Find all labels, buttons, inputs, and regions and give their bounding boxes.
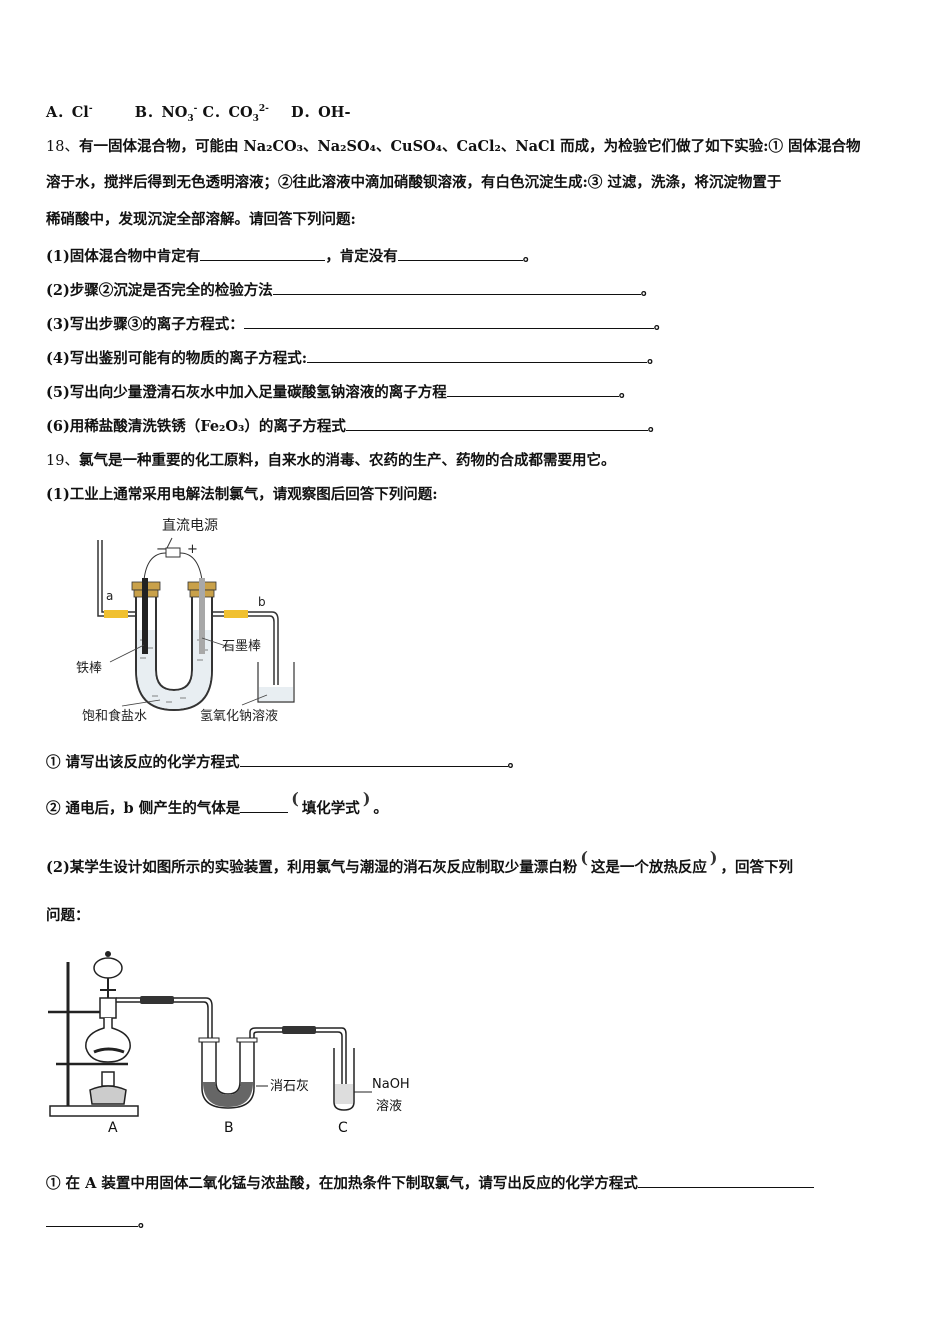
answer-blank[interactable] <box>272 280 641 295</box>
answer-blank[interactable] <box>637 1173 814 1188</box>
question-number: 19、 <box>46 453 79 469</box>
q18-sub5: (5)写出向少量澄清石灰水中加入足量碳酸氢钠溶液的离子方程。 <box>46 382 634 401</box>
answer-blank[interactable] <box>397 246 523 261</box>
answer-blank[interactable] <box>239 752 508 767</box>
answer-blank[interactable] <box>200 246 326 261</box>
q19-part1-q2: ② 通电后，b 侧产生的气体是(填化学式)。 <box>46 789 388 817</box>
svg-text:b: b <box>258 595 266 609</box>
q18-sub1: (1)固体混合物中肯定有，肯定没有。 <box>46 246 538 265</box>
svg-text:消石灰: 消石灰 <box>270 1079 309 1094</box>
option-d: D．OH- <box>291 104 351 121</box>
option-c: C．CO32- <box>202 104 269 124</box>
electrolysis-diagram: 直流电源 − + a b <box>62 510 322 730</box>
answer-blank[interactable] <box>345 416 648 431</box>
option-b: B．NO3- <box>134 104 198 124</box>
svg-text:A: A <box>108 1120 118 1136</box>
q19-part1: (1)工业上通常采用电解法制氯气，请观察图后回答下列问题: <box>46 486 438 503</box>
q18-intro-line-2: 溶于水，搅拌后得到无色透明溶液；②往此溶液中滴加硝酸钡溶液，有白色沉淀生成:③ … <box>46 174 782 191</box>
compound-list: Na₂CO₃、Na₂SO₄、CuSO₄、CaCl₂、NaCl <box>243 138 556 155</box>
svg-text:−: − <box>156 542 167 557</box>
svg-text:+: + <box>187 542 198 557</box>
answer-blank[interactable] <box>46 1212 138 1227</box>
q19-part2-q1: ① 在 A 装置中用固体二氧化锰与浓盐酸，在加热条件下制取氯气，请写出反应的化学… <box>46 1173 814 1194</box>
svg-text:NaOH: NaOH <box>372 1077 410 1092</box>
option-a: A．Cl- <box>46 104 93 121</box>
svg-text:石墨棒: 石墨棒 <box>222 639 261 654</box>
svg-text:氢氧化钠溶液: 氢氧化钠溶液 <box>200 709 278 724</box>
q19-intro: 19、氯气是一种重要的化工原料，自来水的消毒、农药的生产、药物的合成都需要用它。 <box>46 452 616 469</box>
formula-fe2o3: Fe₂O₃ <box>200 418 245 435</box>
q19-part2: (2)某学生设计如图所示的实验装置，利用氯气与潮湿的消石灰反应制取少量漂白粉(这… <box>46 848 793 876</box>
q18-sub3: (3)写出步骤③的离子方程式：。 <box>46 314 669 333</box>
svg-text:饱和食盐水: 饱和食盐水 <box>82 708 147 724</box>
q18-sub4: (4)写出鉴别可能有的物质的离子方程式:。 <box>46 348 662 367</box>
answer-blank[interactable] <box>243 314 654 329</box>
q17-options: A．Cl- B．NO3- C．CO32- D．OH- <box>46 103 350 123</box>
svg-text:B: B <box>224 1120 234 1136</box>
q18-intro-line-3: 稀硝酸中，发现沉淀全部溶解。请回答下列问题: <box>46 211 356 228</box>
q18-intro-line-1: 18、有一固体混合物，可能由 Na₂CO₃、Na₂SO₄、CuSO₄、CaCl₂… <box>46 138 861 155</box>
svg-text:溶液: 溶液 <box>376 1099 402 1114</box>
q19-part2-q1-cont: 。 <box>46 1212 153 1233</box>
answer-blank[interactable] <box>240 798 289 813</box>
svg-text:直流电源: 直流电源 <box>162 517 218 534</box>
bleach-apparatus-diagram: 消石灰 NaOH 溶液 A B C <box>46 942 426 1138</box>
answer-blank[interactable] <box>446 382 619 397</box>
q18-sub2: (2)步骤②沉淀是否完全的检验方法。 <box>46 280 656 299</box>
answer-blank[interactable] <box>307 348 648 363</box>
svg-text:铁棒: 铁棒 <box>76 661 102 676</box>
q19-part2-cont: 问题： <box>46 907 90 924</box>
question-number: 18、 <box>46 139 79 155</box>
q18-sub6: (6)用稀盐酸清洗铁锈（Fe₂O₃）的离子方程式。 <box>46 416 663 435</box>
q19-part1-q1: ① 请写出该反应的化学方程式。 <box>46 752 523 771</box>
svg-text:a: a <box>106 589 113 603</box>
svg-text:C: C <box>338 1120 348 1136</box>
